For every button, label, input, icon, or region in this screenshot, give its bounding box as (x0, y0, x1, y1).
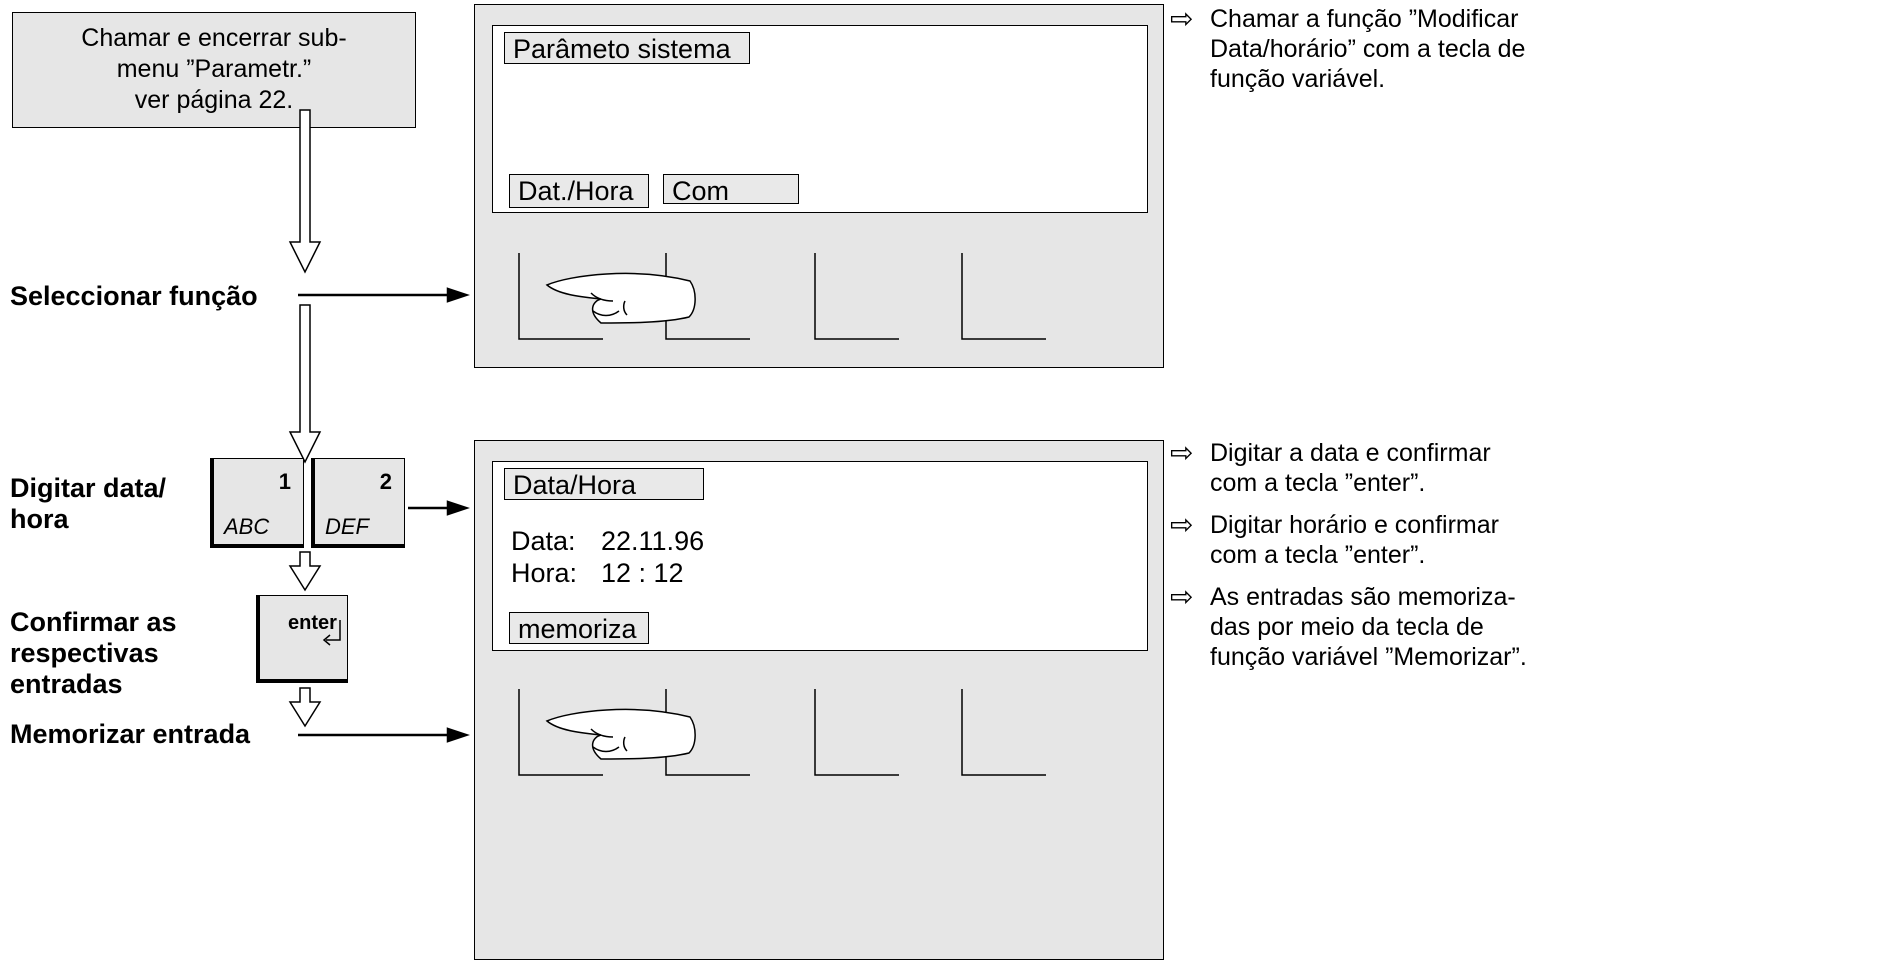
key-number: 2 (379, 469, 392, 494)
pointing-hand-icon (545, 708, 696, 760)
key-letters: ABC (224, 514, 270, 539)
label-select-function: Seleccionar função (10, 281, 258, 311)
keypad-key-2[interactable]: 2 DEF (311, 458, 405, 548)
submenu-note-box: Chamar e encerrar sub- menu ”Parametr.” … (12, 12, 416, 128)
arrow-right-icon: ⇨ (1170, 3, 1194, 34)
softkey-datetime[interactable]: Dat./Hora (509, 174, 649, 208)
pointing-hand-icon (545, 272, 696, 324)
note-line: com a tecla ”enter”. (1210, 469, 1426, 497)
date-value: 22.11.96 (601, 526, 705, 556)
note-line: Data/horário” com a tecla de (1210, 35, 1526, 63)
key-number: 1 (278, 469, 291, 494)
arrow-right-icon: ⇨ (1170, 581, 1194, 612)
return-arrow-icon (322, 620, 341, 646)
label-confirm-2: respectivas (10, 638, 159, 668)
screen-title: Parâmeto sistema (504, 32, 750, 64)
note-line: As entradas são memoriza- (1210, 583, 1516, 611)
note-line: das por meio da tecla de (1210, 613, 1484, 641)
softkey-memoriza[interactable]: memoriza (509, 612, 649, 644)
softkey-buttons (518, 689, 1046, 776)
softkey-buttons (518, 253, 1046, 340)
label-confirm-3: entradas (10, 669, 123, 699)
note-line: com a tecla ”enter”. (1210, 541, 1426, 569)
flow-arrow-down-icon (288, 687, 322, 728)
label-confirm: Confirmar as (10, 607, 177, 637)
softkey-com[interactable]: Com (663, 174, 799, 206)
date-label: Data: (511, 526, 576, 556)
note-line: Digitar horário e confirmar (1210, 511, 1499, 539)
arrow-right-icon: ⇨ (1170, 437, 1194, 468)
note-call-function: ⇨ Chamar a função ”Modificar Data/horári… (1170, 4, 1876, 94)
submenu-note-line: menu ”Parametr.” (116, 55, 312, 83)
flow-arrow-down-icon (288, 551, 322, 592)
note-line: Chamar a função ”Modificar (1210, 5, 1519, 33)
label-enter-datetime-2: hora (10, 504, 69, 534)
note-store-entries: ⇨ As entradas são memoriza- das por meio… (1170, 582, 1876, 672)
flow-arrow-down-icon (288, 304, 322, 464)
submenu-note-line: ver página 22. (134, 86, 294, 114)
key-letters: DEF (325, 514, 369, 539)
arrow-right-icon: ⇨ (1170, 509, 1194, 540)
screen-title: Data/Hora (504, 468, 704, 500)
label-store-entry: Memorizar entrada (10, 719, 251, 749)
note-enter-time: ⇨ Digitar horário e confirmar com a tecl… (1170, 510, 1876, 570)
device-panel-1: Parâmeto sistema Dat./Hora Com (474, 4, 1164, 368)
device-screen-1: Parâmeto sistema Dat./Hora Com (492, 25, 1148, 213)
enter-key-label: enter (288, 612, 337, 634)
note-line: função variável. (1210, 65, 1386, 93)
time-label: Hora: (511, 558, 578, 588)
device-screen-2: Data/Hora Data: 22.11.96 Hora: 12 : 12 m… (492, 461, 1148, 651)
note-enter-date: ⇨ Digitar a data e confirmar com a tecla… (1170, 438, 1876, 498)
time-value: 12 : 12 (601, 558, 684, 588)
enter-key[interactable]: enter (256, 595, 348, 683)
note-line: Digitar a data e confirmar (1210, 439, 1491, 467)
submenu-note-line: Chamar e encerrar sub- (81, 24, 347, 52)
label-enter-datetime: Digitar data/ (10, 473, 167, 503)
device-panel-2: Data/Hora Data: 22.11.96 Hora: 12 : 12 m… (474, 440, 1164, 960)
note-line: função variável ”Memorizar”. (1210, 643, 1527, 671)
flow-arrow-down-icon (288, 109, 322, 274)
keypad-key-1[interactable]: 1 ABC (210, 458, 304, 548)
